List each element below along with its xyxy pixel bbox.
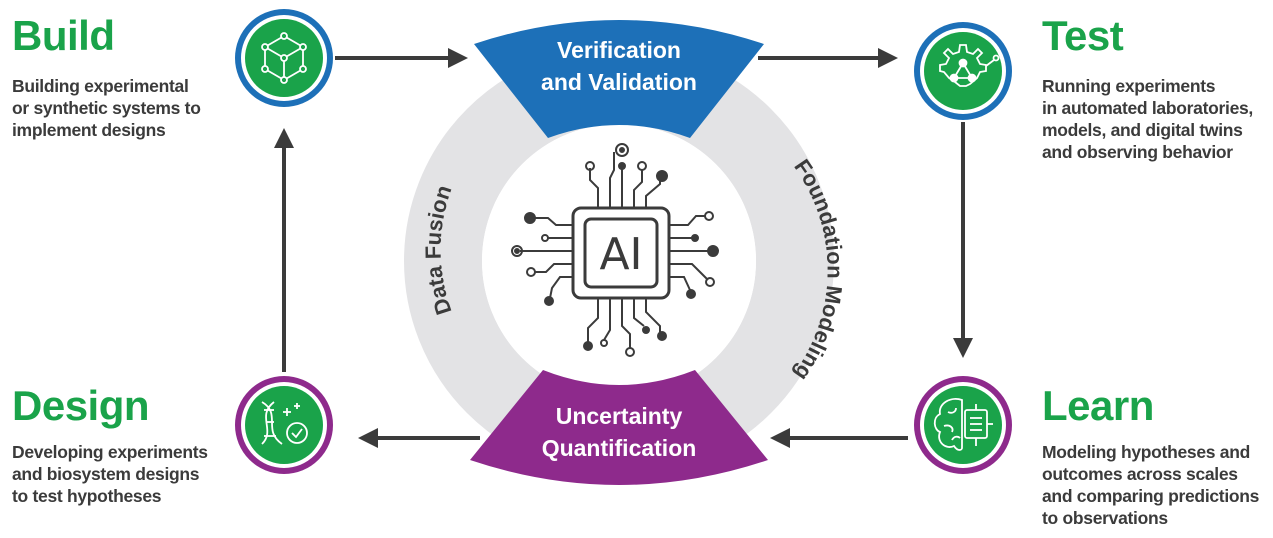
gear-network-icon <box>939 44 1000 87</box>
cube-network-icon <box>261 32 307 84</box>
learn-title: Learn <box>1042 382 1154 429</box>
learn-circle <box>914 376 1012 474</box>
uncertainty-label-line1: Uncertainty <box>556 403 683 429</box>
uncertainty-label-line2: Quantification <box>542 435 697 461</box>
verification-label-line1: Verification <box>557 37 681 63</box>
ai-chip-label: AI <box>599 229 642 280</box>
brain-circuit-icon <box>933 398 993 451</box>
design-title: Design <box>12 382 150 429</box>
build-description: Building experimental or synthetic syste… <box>12 76 201 140</box>
test-title: Test <box>1042 12 1124 59</box>
chip-inner <box>583 217 659 289</box>
arrow-design-to-build <box>274 128 294 372</box>
arrow-learn-to-uq <box>770 428 908 448</box>
ai-chip-icon <box>511 143 719 357</box>
design-circle <box>235 376 333 474</box>
arrow-test-to-learn <box>953 122 973 358</box>
arrow-uq-to-design <box>358 428 480 448</box>
arrow-vv-to-test <box>758 48 898 68</box>
dna-check-icon <box>261 401 308 445</box>
cycle-arrows <box>274 48 973 448</box>
learn-description: Modeling hypotheses and outcomes across … <box>1042 442 1260 528</box>
build-circle <box>235 9 333 107</box>
build-title: Build <box>12 12 115 59</box>
verification-validation-segment <box>474 20 764 138</box>
design-description: Developing experiments and biosystem des… <box>12 442 208 506</box>
uncertainty-quantification-segment <box>470 370 768 485</box>
test-description: Running experiments in automated laborat… <box>1042 76 1253 162</box>
circuit-nodes <box>511 143 719 357</box>
arrow-build-to-vv <box>335 48 468 68</box>
verification-label-line2: and Validation <box>541 69 697 95</box>
test-circle <box>914 22 1012 120</box>
